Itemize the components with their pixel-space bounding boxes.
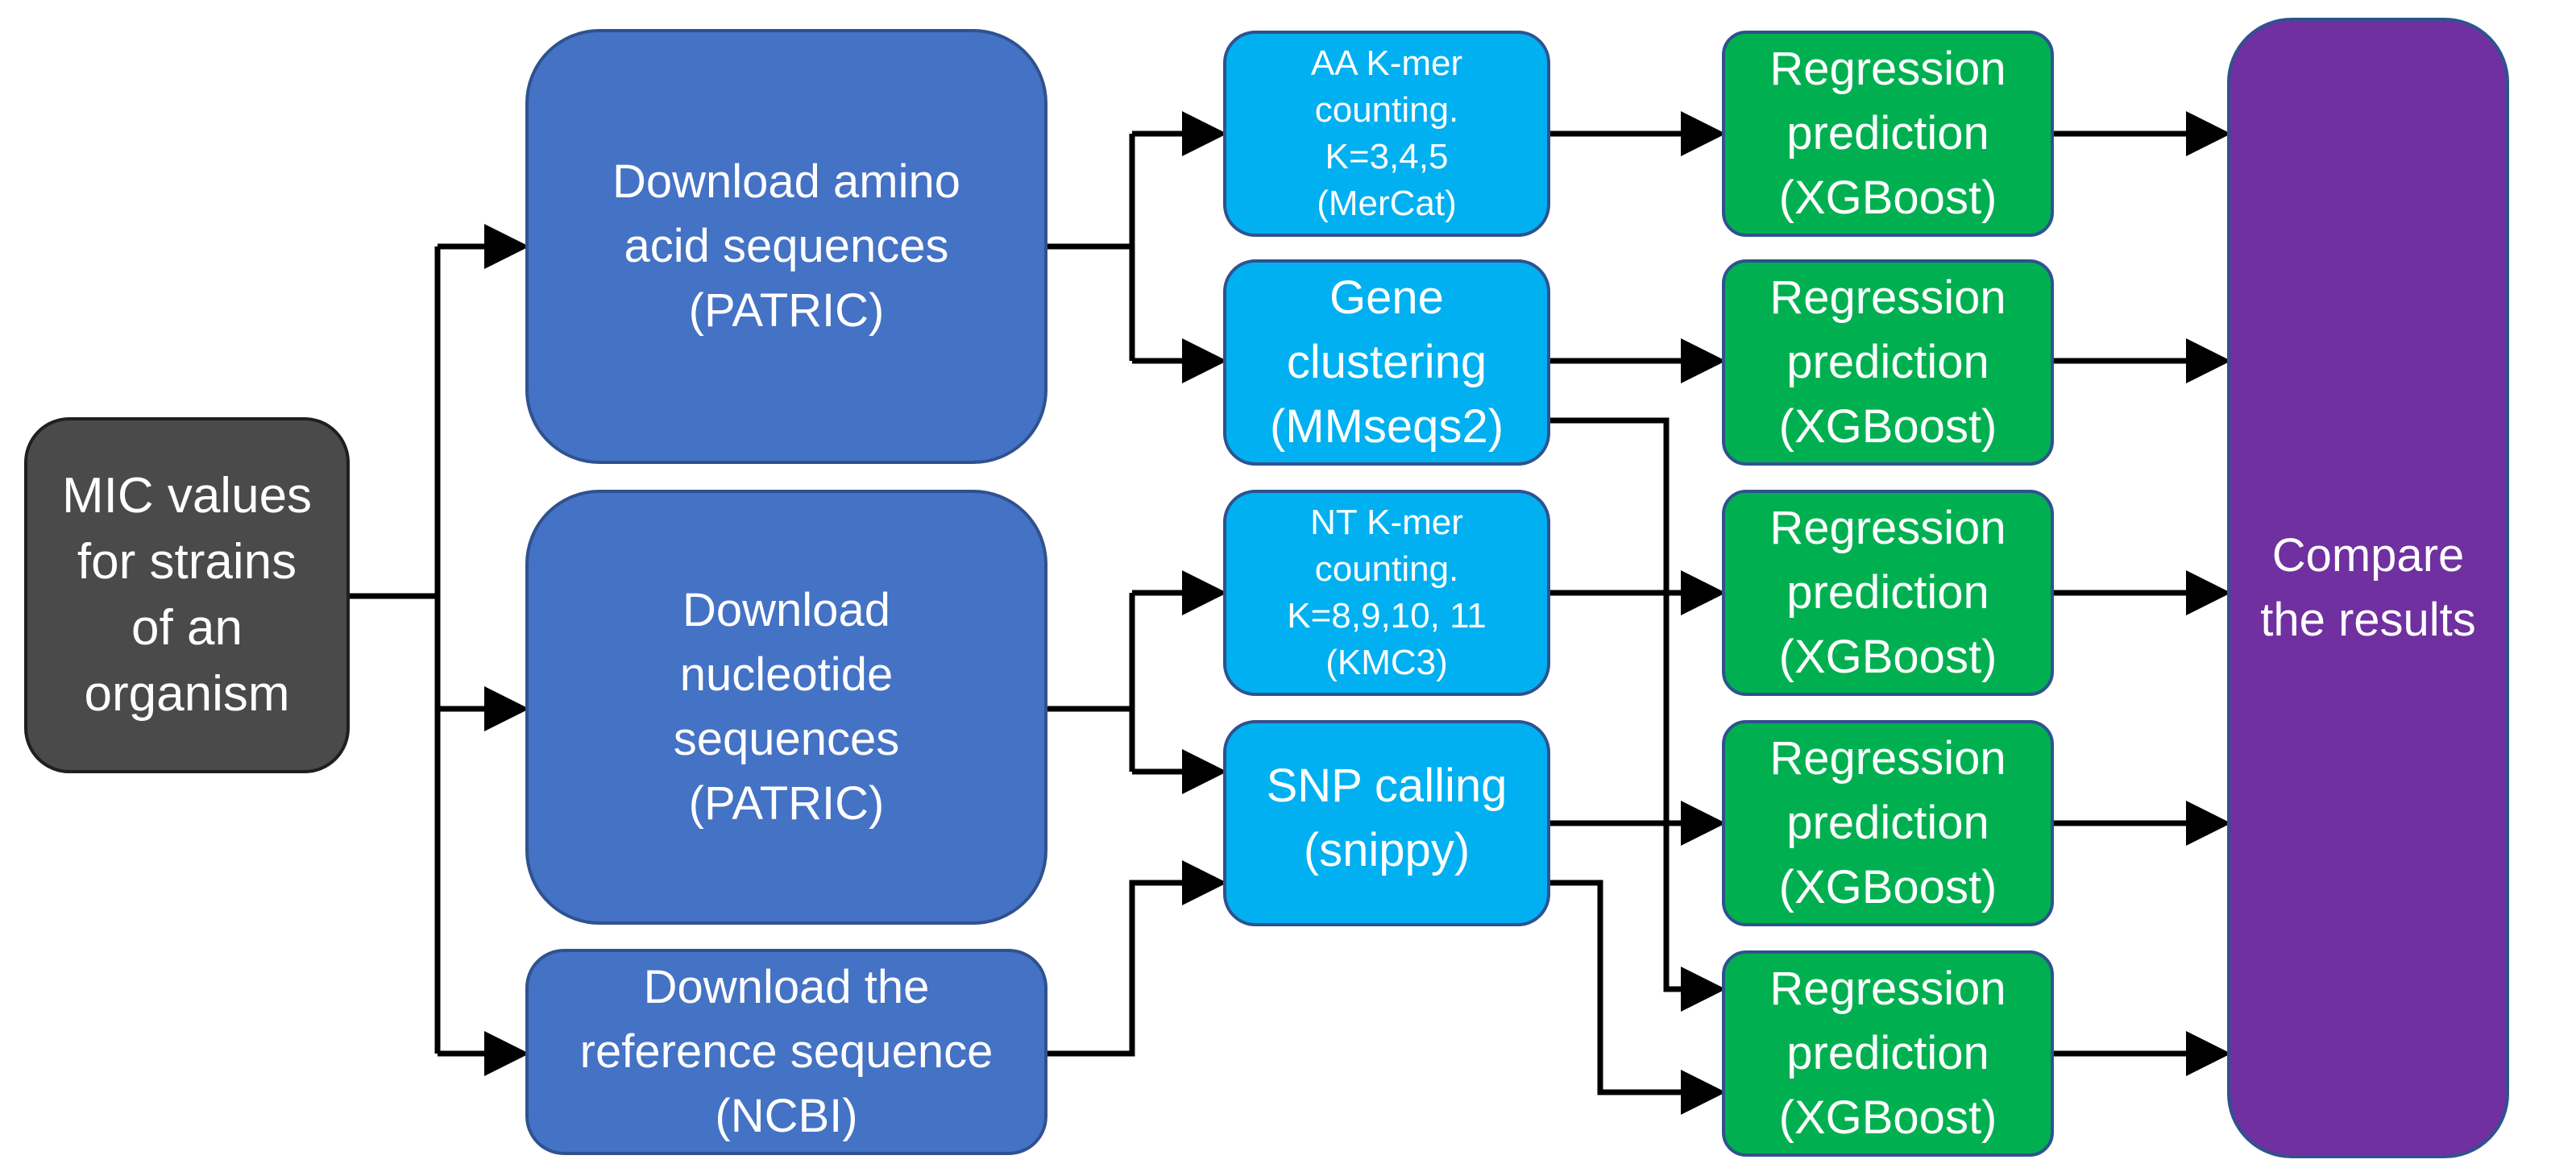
node-text-line: Regression: [1769, 43, 2006, 95]
node-text-line: organism: [84, 666, 290, 722]
node-text-line: prediction: [1786, 797, 1989, 849]
node-text-line: (XGBoost): [1778, 400, 1997, 453]
node-text-line: for strains: [77, 534, 297, 590]
node-text-line: (XGBoost): [1778, 631, 1997, 683]
node-text-line: Compare: [2271, 529, 2465, 582]
node-download-reference: Download the reference sequence (NCBI): [525, 949, 1047, 1155]
node-text-line: of an: [131, 600, 243, 656]
node-regression-5: Regression prediction (XGBoost): [1722, 950, 2054, 1157]
node-text-line: prediction: [1786, 566, 1989, 619]
node-text-line: (snippy): [1303, 824, 1471, 876]
node-text-line: prediction: [1786, 336, 1989, 388]
node-compare-results: Compare the results: [2227, 18, 2509, 1158]
node-text-line: the results: [2260, 594, 2476, 646]
arrow-snp-to-reg5-bottom: [1549, 880, 1726, 1115]
node-text-line: Regression: [1769, 271, 2006, 324]
node-text-line: Download: [682, 584, 890, 636]
node-text-line: reference sequence: [579, 1025, 993, 1078]
node-text-line: (XGBoost): [1778, 861, 1997, 913]
node-snp-calling: SNP calling (snippy): [1223, 720, 1550, 926]
node-text-line: counting.: [1314, 90, 1459, 130]
node-download-nucleotide: Download nucleotide sequences (PATRIC): [525, 490, 1047, 925]
node-text-line: K=8,9,10, 11: [1287, 596, 1487, 636]
node-text-line: (MerCat): [1317, 184, 1457, 223]
node-mic-values: MIC values for strains of an organism: [24, 417, 350, 773]
node-download-amino-acid: Download amino acid sequences (PATRIC): [525, 29, 1047, 464]
node-text-line: Regression: [1769, 502, 2006, 554]
node-text-line: Gene: [1329, 271, 1444, 324]
node-text-line: Download amino: [612, 155, 961, 208]
node-text-line: Regression: [1769, 732, 2006, 785]
node-text-line: MIC values: [61, 468, 313, 524]
node-text-line: Download the: [643, 961, 930, 1013]
arrow-ref-to-snp: [1046, 860, 1227, 1057]
node-aa-kmer-counting: AA K-mer counting. K=3,4,5 (MerCat): [1223, 31, 1550, 237]
node-regression-2: Regression prediction (XGBoost): [1722, 259, 2054, 466]
node-text-line: prediction: [1786, 1027, 1989, 1079]
node-regression-4: Regression prediction (XGBoost): [1722, 720, 2054, 926]
arrow-gene-to-reg5: [1549, 417, 1726, 1012]
node-text-line: K=3,4,5: [1325, 137, 1449, 176]
connector-nt-fork: [1046, 593, 1135, 772]
node-nt-kmer-counting: NT K-mer counting. K=8,9,10, 11 (KMC3): [1223, 490, 1550, 696]
node-text-line: counting.: [1314, 549, 1459, 589]
node-text-line: (XGBoost): [1778, 1091, 1997, 1144]
node-text-line: (PATRIC): [688, 284, 885, 337]
node-text-line: acid sequences: [624, 220, 949, 272]
node-text-line: nucleotide: [679, 648, 894, 701]
node-text-line: (PATRIC): [688, 777, 885, 830]
node-text-line: (KMC3): [1325, 643, 1448, 682]
node-text-line: NT K-mer: [1310, 503, 1463, 542]
node-text-line: prediction: [1786, 107, 1989, 159]
node-regression-3: Regression prediction (XGBoost): [1722, 490, 2054, 696]
node-text-line: (NCBI): [715, 1090, 858, 1142]
node-text-line: (XGBoost): [1778, 172, 1997, 224]
node-text-line: AA K-mer: [1310, 43, 1463, 83]
node-text-line: clustering: [1286, 336, 1487, 388]
node-regression-1: Regression prediction (XGBoost): [1722, 31, 2054, 237]
node-text-line: Regression: [1769, 963, 2006, 1015]
connector-aa-fork: [1046, 134, 1135, 361]
node-text-line: SNP calling: [1266, 760, 1508, 812]
node-gene-clustering: Gene clustering (MMseqs2): [1223, 259, 1550, 466]
node-text-line: (MMseqs2): [1269, 400, 1504, 453]
node-text-line: sequences: [673, 713, 900, 765]
